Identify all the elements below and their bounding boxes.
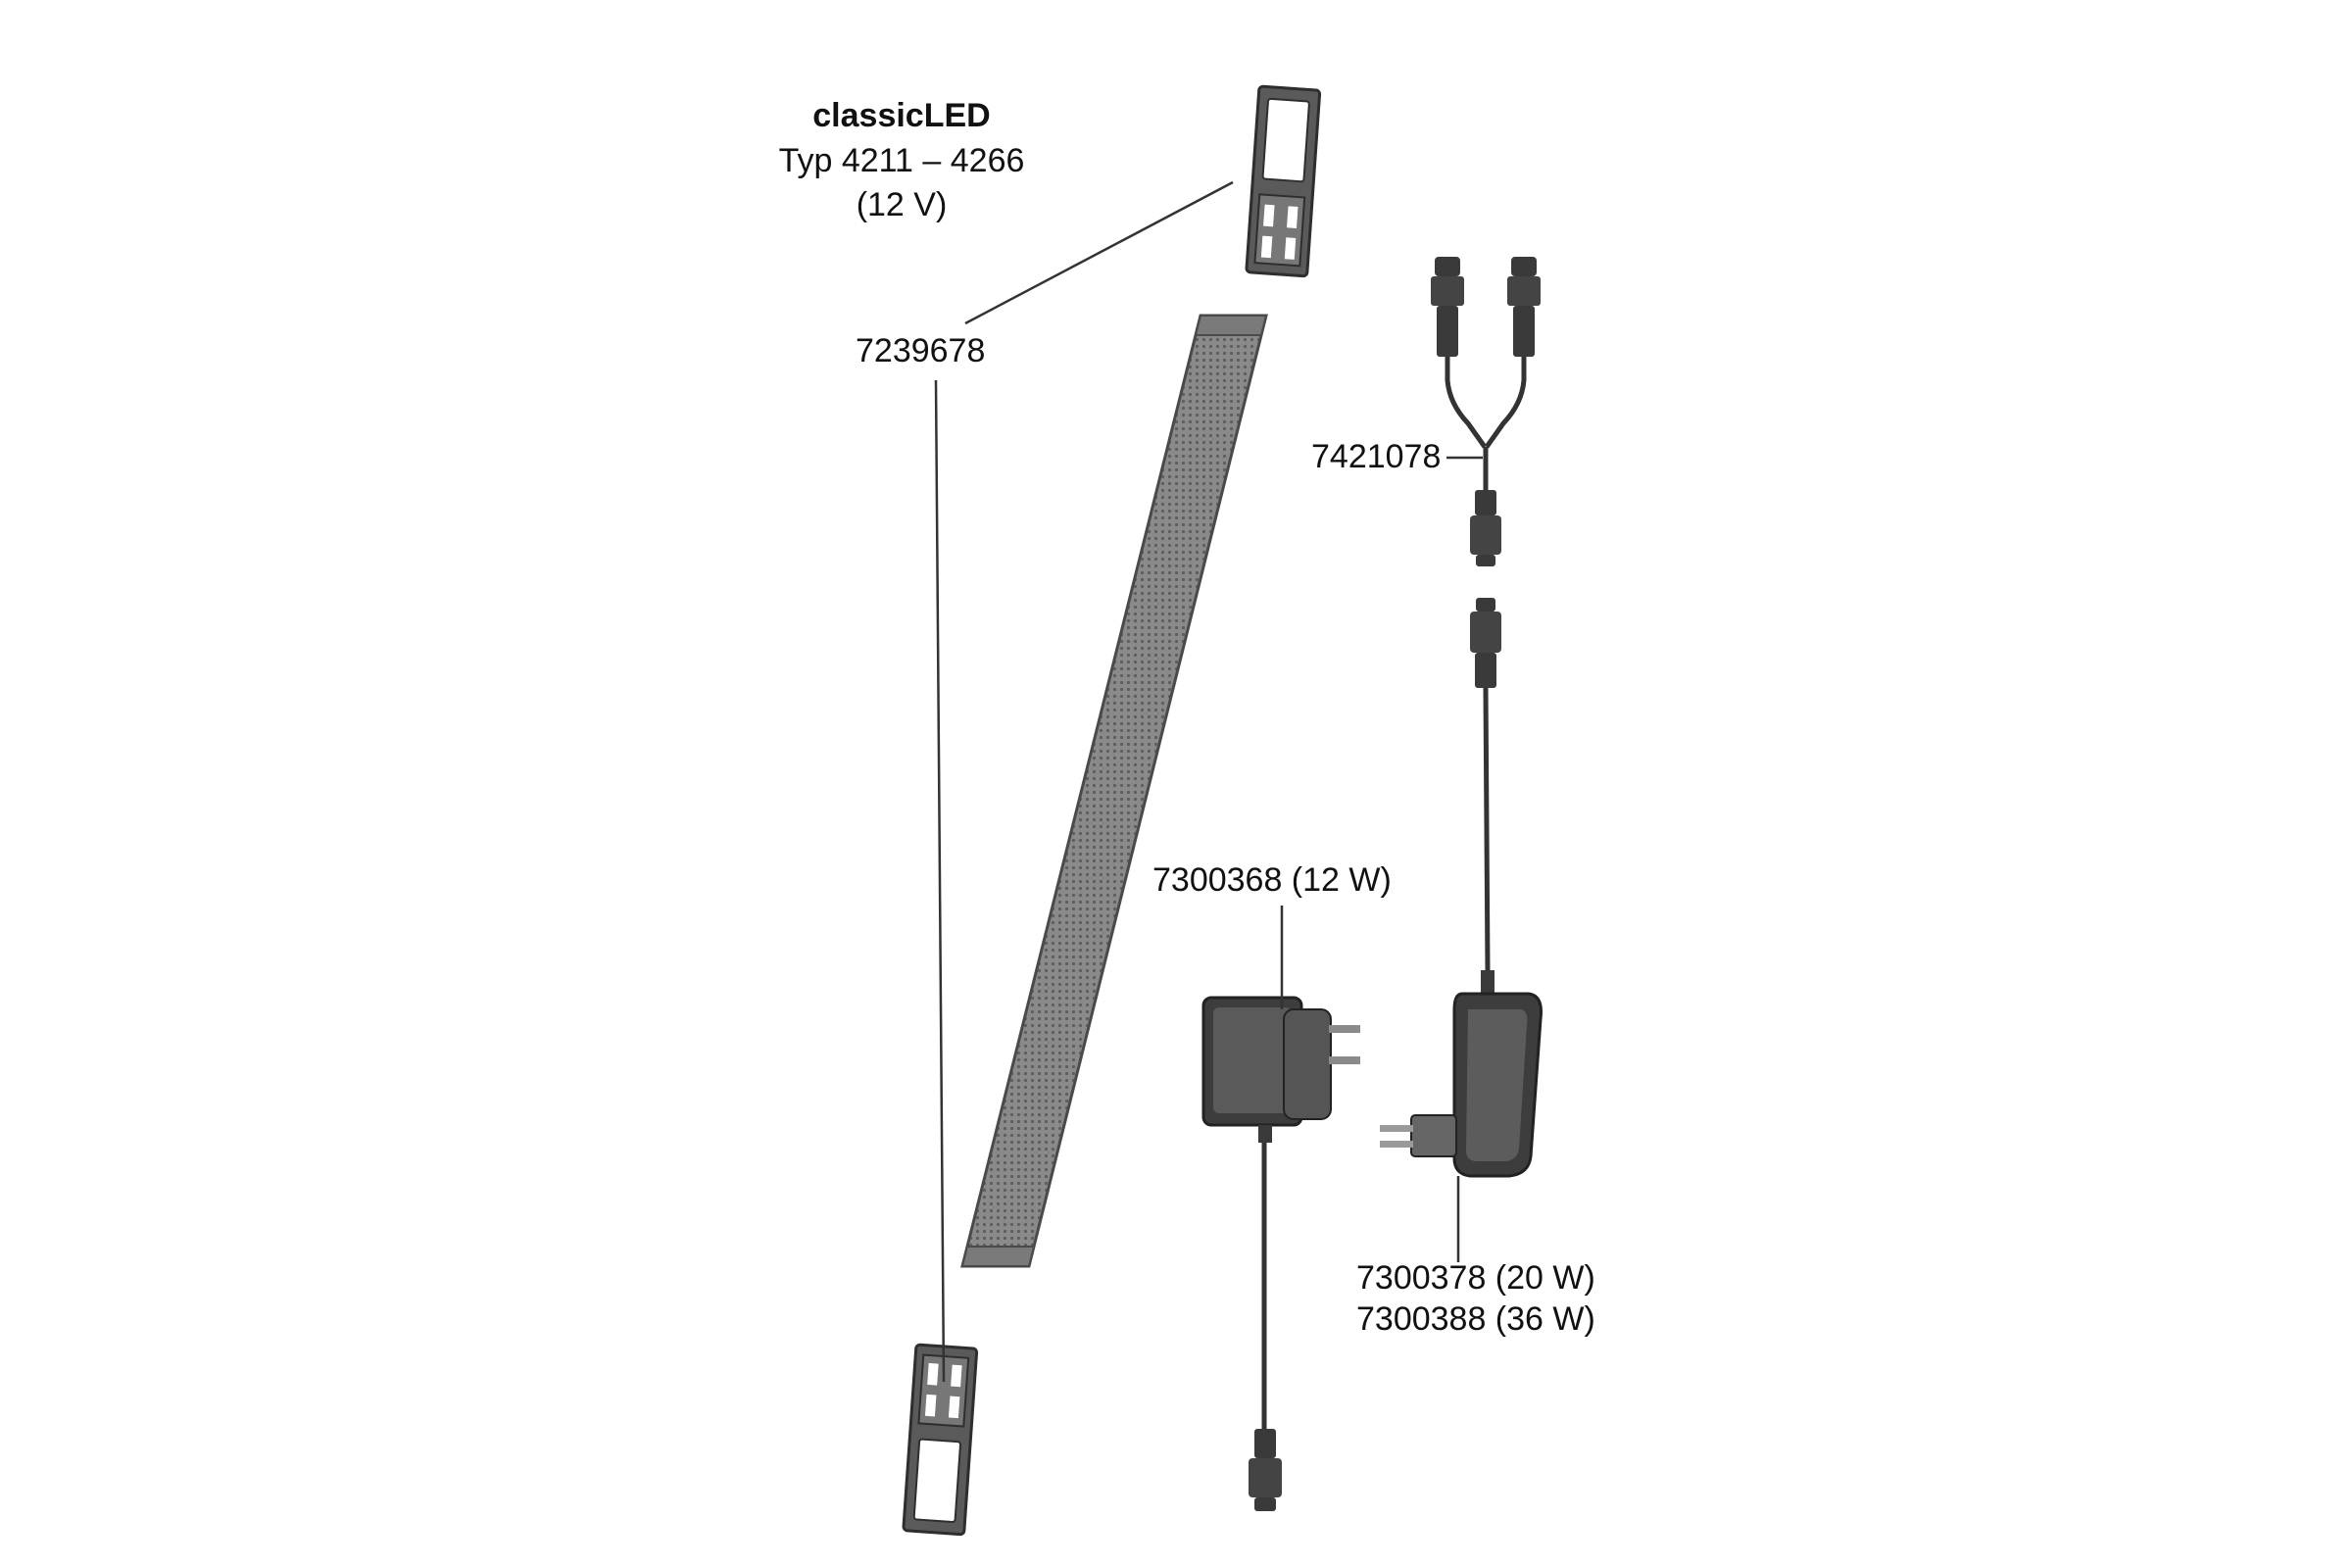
adapter-large (1380, 598, 1543, 1178)
end-cap-bottom (902, 1343, 979, 1537)
title-block: classicLED Typ 4211 – 4266 (12 V) (686, 94, 1117, 228)
led-bar (960, 314, 1268, 1268)
voltage: (12 V) (856, 186, 948, 224)
y-splitter-cable (1431, 257, 1541, 566)
product-name: classicLED (812, 97, 991, 134)
adapter-small (1201, 996, 1360, 1511)
label-end-cap: 7239678 (856, 332, 986, 369)
label-y-splitter: 7421078 (1311, 438, 1442, 475)
leader-lines-end-cap (934, 180, 1234, 1383)
label-adapter-large-36w: 7300388 (36 W) (1356, 1300, 1595, 1338)
label-adapter-large-20w: 7300378 (20 W) (1356, 1259, 1595, 1297)
end-cap-top (1245, 84, 1322, 278)
type-range: Typ 4211 – 4266 (778, 141, 1025, 179)
label-adapter-small: 7300368 (12 W) (1152, 861, 1392, 899)
